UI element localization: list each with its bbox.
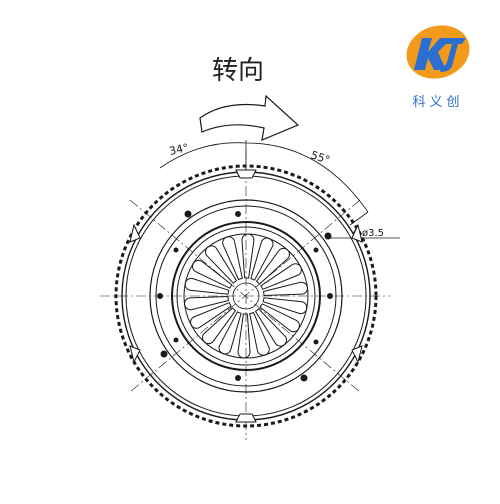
spring-petal: [205, 245, 238, 284]
logo-text: 科义创: [412, 95, 464, 110]
spring-petals: [184, 233, 308, 359]
rotation-arrow: [199, 94, 300, 141]
spring-petal: [237, 313, 251, 359]
spring-petal: [250, 237, 274, 281]
angle-right-label: 55°: [309, 148, 332, 166]
spring-petal: [262, 297, 308, 315]
spring-petal: [218, 311, 242, 355]
angle-dimension-arcs: [159, 140, 369, 226]
spring-petal: [192, 259, 233, 289]
angle-left-label: 34°: [168, 141, 190, 158]
mounting-holes: [157, 210, 333, 382]
spring-petal: [190, 302, 232, 329]
title-label: 转向: [212, 56, 265, 86]
centerlines: [100, 150, 390, 440]
spring-petal: [259, 303, 300, 333]
hole-callout-label: 4-ø3.5: [352, 228, 384, 239]
spring-petal: [249, 311, 270, 356]
spring-petal: [255, 247, 290, 285]
spring-petal: [184, 277, 230, 295]
spring-petal: [184, 296, 230, 311]
spring-petal: [241, 233, 255, 279]
logo: [404, 16, 476, 86]
spring-petal: [260, 263, 302, 290]
notch-marks: [129, 169, 363, 423]
spring-petal: [262, 281, 308, 296]
spring-petal: [202, 307, 237, 345]
spring-petal: [254, 308, 287, 347]
logo-mark-icon: [406, 25, 470, 79]
spring-petal: [222, 236, 243, 281]
